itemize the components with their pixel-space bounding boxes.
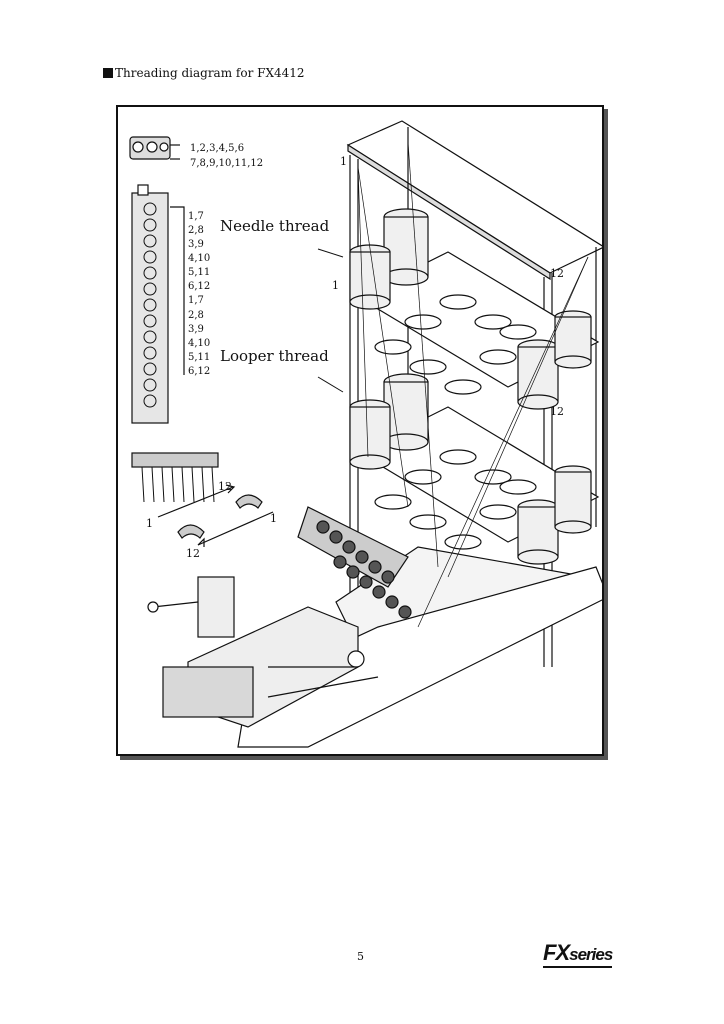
stand-number: 12 [550,267,564,280]
threading-diagram-figure: 1,2,3,4,5,6 7,8,9,10,11,12 1,7 2,8 3,9 4… [116,105,604,756]
eyelet-label-1: 1,2,3,4,5,6 [190,143,245,154]
tension-label: 4,10 [188,253,211,264]
tension-label: 2,8 [188,310,204,321]
stand-number: 1 [340,155,347,168]
tension-label: 1,7 [188,295,204,306]
guide-number: 1 [146,517,153,530]
guide-number: 12 [218,480,232,493]
tension-label: 3,9 [188,239,204,250]
guide-number: 12 [186,547,200,560]
sewing-machine [147,506,412,728]
stand-number: 1 [332,279,339,292]
tension-label: 3,9 [188,324,204,335]
tension-label: 1,7 [188,211,204,222]
page-number: 5 [357,950,364,963]
thread-cones [349,208,592,565]
tension-label: 6,12 [188,281,211,292]
guide-number: 1 [270,512,277,525]
machine-drawing [129,120,602,748]
stand-number: 12 [550,405,564,418]
thread-guide-icon [131,452,274,547]
eyelet-label-2: 7,8,9,10,11,12 [190,158,264,169]
tension-label: 5,11 [188,352,211,363]
looper-thread-callout: Looper thread [218,347,331,365]
tension-label: 2,8 [188,225,204,236]
eyelet-guide-icon [129,136,180,160]
tension-bank-icon [131,184,185,424]
tension-label: 5,11 [188,267,211,278]
fx-series-logo: FXseries [543,940,613,968]
needle-thread-callout: Needle thread [218,217,332,235]
tension-label: 6,12 [188,366,211,377]
square-bullet-icon [103,68,113,78]
page-heading: Threading diagram for FX4412 [103,66,305,80]
heading-text: Threading diagram for FX4412 [115,66,305,80]
tension-label: 4,10 [188,338,211,349]
spool-discs [374,294,537,550]
